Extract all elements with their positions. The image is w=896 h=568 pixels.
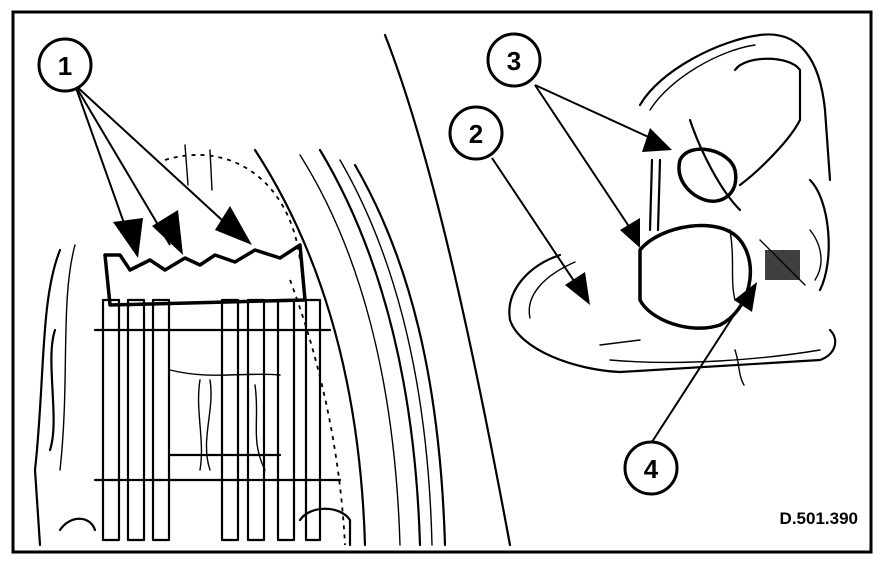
callout-1-leaders	[74, 84, 252, 258]
arrowhead	[734, 282, 757, 312]
callout-4: 4	[623, 440, 679, 496]
fuse-bars	[101, 298, 322, 542]
callout-2-label: 2	[469, 119, 483, 149]
callout-2-leader	[491, 157, 590, 305]
arrowhead	[152, 210, 183, 255]
callout-1-label: 1	[58, 51, 72, 81]
arrowhead	[642, 128, 672, 152]
callout-3-leaders	[534, 84, 672, 248]
right-panel-drawing	[508, 33, 837, 386]
figure-frame	[11, 10, 873, 554]
arrowhead	[215, 206, 252, 245]
arrowhead	[620, 218, 640, 248]
callout-1: 1	[37, 37, 93, 93]
reference-code: D.501.390	[780, 509, 858, 528]
arrowhead	[113, 218, 143, 258]
callout-4-label: 4	[644, 454, 659, 484]
arrowhead	[565, 272, 590, 305]
callout-3: 3	[486, 32, 542, 88]
callout-2: 2	[448, 105, 504, 161]
callout-3-label: 3	[507, 46, 521, 76]
callout-4-leader	[649, 282, 757, 446]
left-panel-drawing	[33, 33, 512, 547]
